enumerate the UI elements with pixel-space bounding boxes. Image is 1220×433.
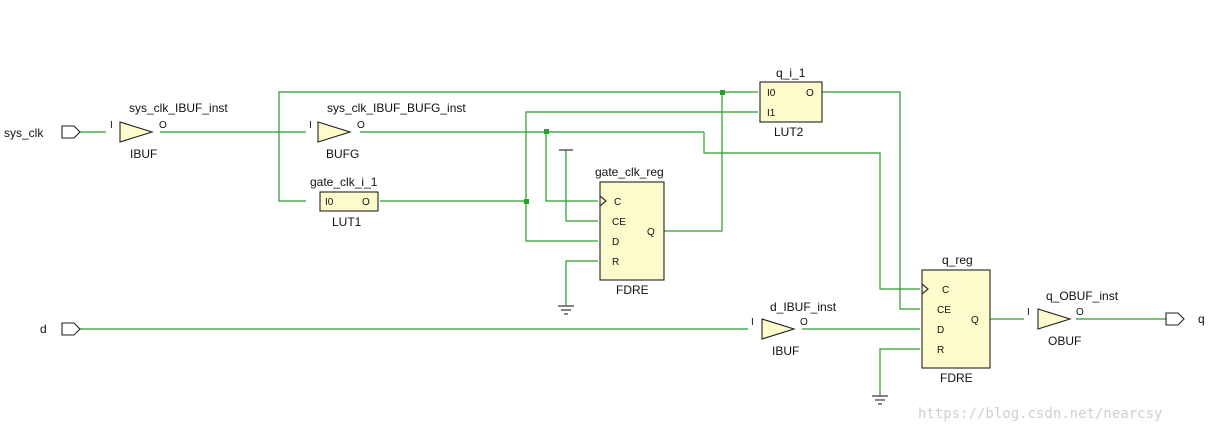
net-lut1-to-lut2-i1 — [525, 111, 758, 201]
junction-dot — [544, 129, 549, 134]
cell-instance-name: q_i_1 — [776, 66, 806, 80]
pin-label-d: D — [937, 325, 944, 336]
net-gate-ce — [565, 150, 598, 222]
cell-gate-lut1[interactable]: gate_clk_i_1 I0 O LUT1 — [310, 175, 379, 229]
input-port-icon — [61, 125, 81, 139]
junction-dot — [720, 90, 725, 95]
cell-instance-name: gate_clk_i_1 — [310, 175, 378, 189]
cell-instance-name: sys_clk_IBUF_BUFG_inst — [327, 101, 466, 115]
cell-type: LUT2 — [774, 125, 804, 139]
pin-label-i: I — [309, 120, 312, 131]
pin-label-i: I — [110, 120, 113, 131]
pin-label-q: Q — [647, 227, 655, 238]
clock-edge-icon — [599, 195, 607, 207]
pin-label-i0: I0 — [767, 88, 776, 99]
cell-d-ibuf[interactable]: d_IBUF_inst I O IBUF — [751, 300, 837, 358]
pin-label-ce: CE — [612, 217, 626, 228]
lut-body — [319, 191, 379, 212]
port-d[interactable]: d — [40, 322, 81, 336]
cell-q-reg[interactable]: q_reg C CE D R Q FDRE — [921, 253, 991, 385]
net-sys-clk-to-lut1 — [278, 132, 306, 202]
net-lut1-to-d — [525, 201, 598, 242]
flipflop-body — [921, 269, 991, 369]
net-bufg-to-qreg-clk — [703, 132, 920, 290]
pin-label-o: O — [1076, 307, 1084, 318]
ground-symbols — [558, 305, 888, 405]
cell-type: BUFG — [326, 147, 359, 161]
cell-lut2[interactable]: q_i_1 I0 I1 O LUT2 — [759, 66, 823, 139]
pin-label-c: C — [614, 197, 621, 208]
cell-gate-clk-reg[interactable]: gate_clk_reg C CE D R Q FDRE — [595, 165, 665, 297]
ground-icon — [558, 305, 574, 315]
pin-label-d: D — [612, 237, 619, 248]
cell-type: OBUF — [1048, 334, 1081, 348]
pin-label-o: O — [806, 88, 814, 99]
port-q[interactable]: q — [1165, 312, 1205, 326]
cell-instance-name: q_OBUF_inst — [1046, 289, 1119, 303]
buffer-icon — [119, 121, 154, 143]
net-qreg-r — [879, 348, 920, 396]
cell-type: IBUF — [772, 344, 799, 358]
cell-instance-name: gate_clk_reg — [595, 165, 664, 179]
net-gate-q — [664, 92, 723, 232]
buffer-icon — [761, 318, 796, 340]
cell-type: IBUF — [130, 147, 157, 161]
port-label-d: d — [40, 322, 47, 336]
wires — [80, 91, 1166, 396]
pin-label-o: O — [800, 317, 808, 328]
ground-icon — [872, 395, 888, 405]
cell-bufg[interactable]: sys_clk_IBUF_BUFG_inst I O BUFG — [309, 101, 466, 161]
pin-label-o: O — [159, 120, 167, 131]
cell-instance-name: q_reg — [942, 253, 973, 267]
net-gate-r — [565, 260, 598, 306]
pin-label-i0: I0 — [325, 197, 334, 208]
cell-type: FDRE — [616, 283, 649, 297]
pin-label-o: O — [357, 120, 365, 131]
input-port-icon — [61, 322, 81, 336]
pin-label-q: Q — [971, 315, 979, 326]
port-label-sys-clk: sys_clk — [4, 126, 44, 140]
pin-label-i: I — [1027, 307, 1030, 318]
watermark: https://blog.csdn.net/nearcsy — [918, 406, 1162, 422]
cell-q-obuf[interactable]: q_OBUF_inst I O OBUF — [1027, 289, 1119, 348]
net-sys-clk-branch — [278, 91, 758, 132]
cell-instance-name: sys_clk_IBUF_inst — [129, 101, 228, 115]
cell-instance-name: d_IBUF_inst — [770, 300, 837, 314]
flipflop-body — [599, 181, 665, 281]
net-bufg-to-gate-clk — [545, 132, 598, 202]
buffer-icon — [317, 121, 352, 143]
port-sys-clk[interactable]: sys_clk — [4, 125, 81, 140]
junction-dot — [524, 199, 529, 204]
buffer-icon — [1037, 308, 1072, 330]
pin-label-r: R — [937, 345, 944, 356]
net-junctions — [524, 90, 725, 204]
net-lut2-out — [822, 91, 920, 310]
pin-label-i1: I1 — [767, 108, 776, 119]
pin-label-ce: CE — [937, 305, 951, 316]
pin-label-o: O — [362, 197, 370, 208]
cell-sys-clk-ibuf[interactable]: sys_clk_IBUF_inst I O IBUF — [110, 101, 228, 161]
output-port-icon — [1165, 312, 1185, 326]
clock-edge-icon — [921, 283, 929, 295]
cell-type: LUT1 — [332, 215, 362, 229]
lut-body — [759, 81, 823, 123]
cell-type: FDRE — [940, 371, 973, 385]
port-label-q: q — [1198, 312, 1205, 326]
pin-label-c: C — [942, 285, 949, 296]
pin-label-i: I — [751, 317, 754, 328]
pin-label-r: R — [612, 257, 619, 268]
